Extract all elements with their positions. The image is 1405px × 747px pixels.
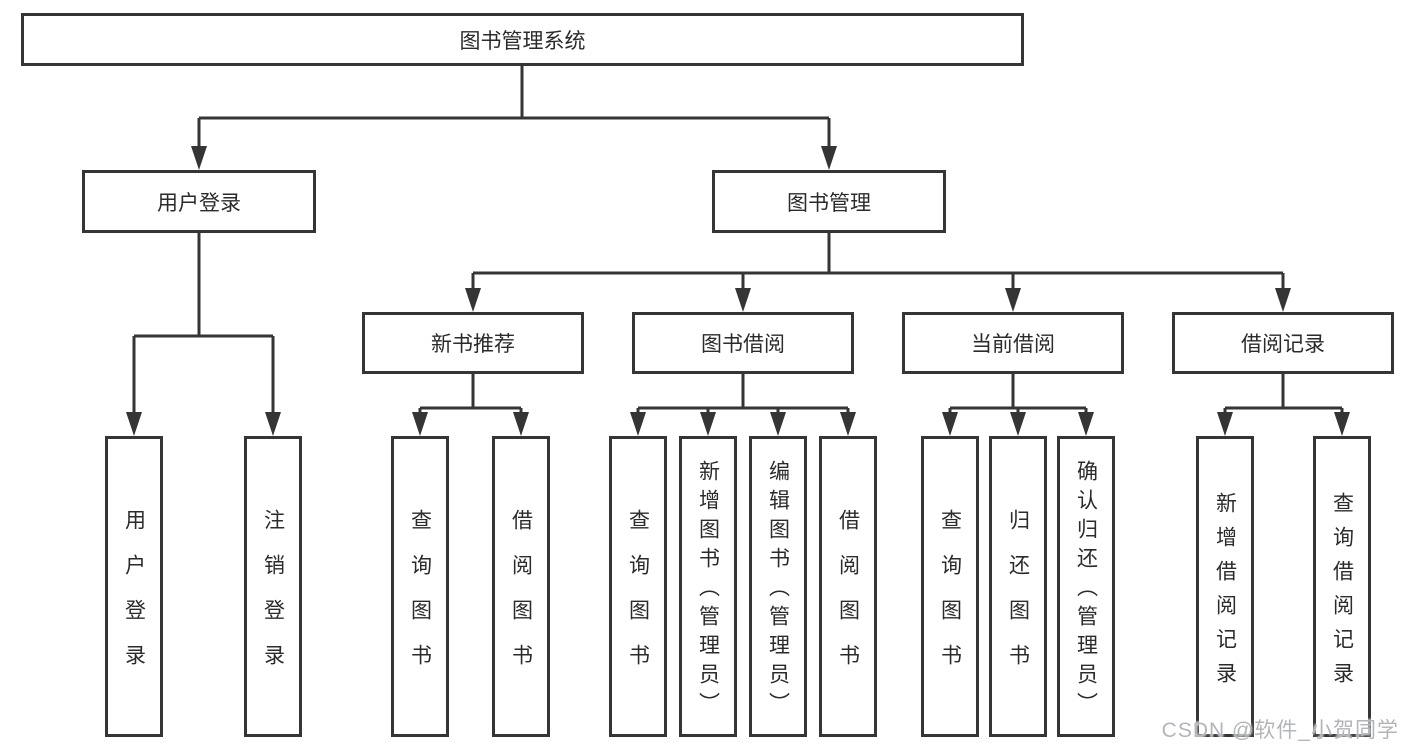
arrowhead-icon <box>1217 412 1233 436</box>
leaf-logout: 注销登录 <box>244 436 302 737</box>
leaf-label: 查询图书 <box>626 508 650 689</box>
leaf-label: 查询借阅记录 <box>1330 491 1354 696</box>
node-library-management-system: 图书管理系统 <box>21 13 1024 66</box>
connector-book-management-children <box>465 233 1291 312</box>
leaf-label: 新增图书（管理员） <box>696 460 720 721</box>
leaf-add-books-admin: 新增图书（管理员） <box>679 436 737 737</box>
connector-root-to-level2 <box>191 66 837 170</box>
arrowhead-icon <box>1005 288 1021 312</box>
leaf-label: 借阅图书 <box>509 508 533 689</box>
leaf-borrow-books: 借阅图书 <box>819 436 877 737</box>
leaf-label: 注销登录 <box>261 508 285 689</box>
leaf-confirm-return-admin: 确认归还（管理员） <box>1057 436 1115 737</box>
leaf-query-books: 查询图书 <box>609 436 667 737</box>
leaf-label: 确认归还（管理员） <box>1074 460 1098 721</box>
node-borrow-records: 借阅记录 <box>1172 312 1394 374</box>
arrowhead-icon <box>126 412 142 436</box>
leaf-query-borrow-record: 查询借阅记录 <box>1313 436 1371 737</box>
arrowhead-icon <box>1078 412 1094 436</box>
arrowhead-icon <box>840 412 856 436</box>
leaf-label: 借阅图书 <box>836 508 860 689</box>
leaf-label: 查询图书 <box>408 508 432 689</box>
node-current-borrow: 当前借阅 <box>902 312 1124 374</box>
leaf-label: 编辑图书（管理员） <box>766 460 790 721</box>
leaf-borrow-books: 借阅图书 <box>492 436 550 737</box>
arrowhead-icon <box>770 412 786 436</box>
leaf-query-books: 查询图书 <box>921 436 979 737</box>
leaf-label: 归还图书 <box>1006 508 1030 689</box>
leaf-return-books: 归还图书 <box>989 436 1047 737</box>
arrowhead-icon <box>465 288 481 312</box>
arrowhead-icon <box>942 412 958 436</box>
leaf-query-books: 查询图书 <box>391 436 449 737</box>
arrowhead-icon <box>630 412 646 436</box>
connector-new-book-children <box>412 374 529 436</box>
leaf-label: 新增借阅记录 <box>1213 491 1237 696</box>
node-user-login: 用户登录 <box>82 170 316 233</box>
arrowhead-icon <box>1334 412 1350 436</box>
node-book-borrow: 图书借阅 <box>632 312 854 374</box>
node-new-book-recommend: 新书推荐 <box>362 312 584 374</box>
leaf-add-borrow-record: 新增借阅记录 <box>1196 436 1254 737</box>
arrowhead-icon <box>1010 412 1026 436</box>
connector-book-borrow-children <box>630 374 856 436</box>
leaf-user-login: 用户登录 <box>105 436 163 737</box>
leaf-label: 用户登录 <box>122 508 146 689</box>
connector-current-borrow-children <box>942 374 1094 436</box>
arrowhead-icon <box>265 412 281 436</box>
watermark: CSDN @软件_小贺同学 <box>1161 719 1399 742</box>
node-book-management: 图书管理 <box>712 170 946 233</box>
connector-borrow-records-children <box>1217 374 1350 436</box>
leaf-label: 查询图书 <box>938 508 962 689</box>
arrowhead-icon <box>412 412 428 436</box>
arrowhead-icon <box>1275 288 1291 312</box>
arrowhead-icon <box>191 146 207 170</box>
arrowhead-icon <box>821 146 837 170</box>
arrowhead-icon <box>700 412 716 436</box>
arrowhead-icon <box>735 288 751 312</box>
leaf-edit-books-admin: 编辑图书（管理员） <box>749 436 807 737</box>
connector-user-login-children <box>126 233 281 436</box>
arrowhead-icon <box>513 412 529 436</box>
